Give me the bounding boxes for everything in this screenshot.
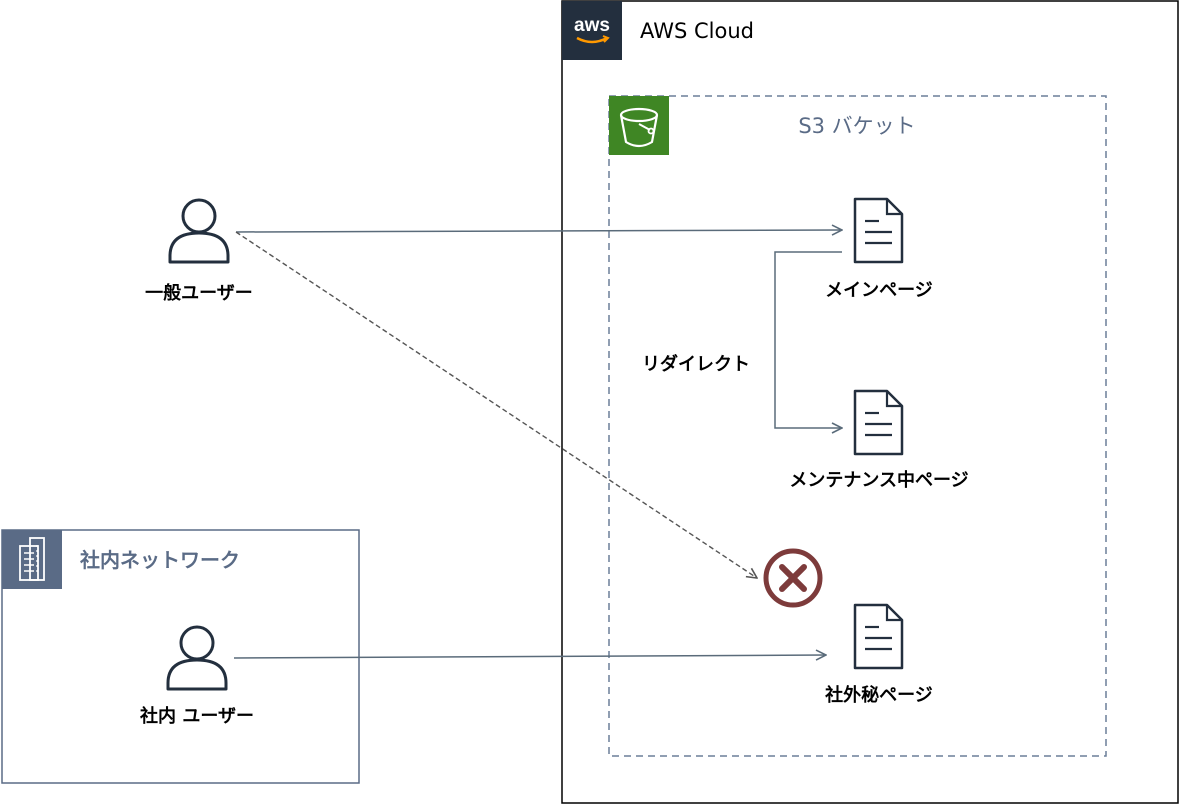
aws-logo-icon: aws bbox=[562, 1, 622, 60]
arrow-internal-to-confidential bbox=[233, 655, 826, 658]
aws-logo-text: aws bbox=[574, 15, 610, 36]
s3-bucket-border bbox=[608, 95, 1107, 757]
arrow-general-to-confidential-denied bbox=[235, 231, 757, 578]
internal-user-label: 社内 ユーザー bbox=[140, 705, 254, 727]
aws-cloud-group: aws AWS Cloud bbox=[561, 0, 1179, 804]
deny-x-icon bbox=[763, 548, 823, 608]
arrow-general-to-main bbox=[235, 230, 842, 232]
corp-network-group: 社内ネットワーク bbox=[1, 529, 360, 784]
page-maintenance-label: メンテナンス中ページ bbox=[789, 469, 968, 491]
document-icon bbox=[853, 603, 904, 670]
aws-cloud-title: AWS Cloud bbox=[640, 19, 754, 43]
document-icon bbox=[853, 197, 904, 264]
s3-bucket-title: S3 バケット bbox=[798, 114, 915, 138]
page-main: メインページ bbox=[825, 197, 933, 301]
s3-bucket-group: S3 バケット bbox=[608, 95, 1107, 757]
redirect-label: リダイレクト bbox=[642, 353, 750, 375]
arrow-redirect bbox=[774, 251, 842, 428]
user-icon bbox=[168, 198, 230, 264]
general-user-label: 一般ユーザー bbox=[145, 282, 253, 304]
corp-network-border bbox=[1, 529, 360, 784]
corp-network-title: 社内ネットワーク bbox=[79, 548, 240, 572]
page-confidential: 社外秘ページ bbox=[825, 603, 933, 706]
internal-user: 社内 ユーザー bbox=[140, 625, 254, 727]
page-main-label: メインページ bbox=[825, 280, 933, 301]
user-icon bbox=[166, 625, 228, 691]
general-user: 一般ユーザー bbox=[145, 198, 253, 304]
aws-cloud-border bbox=[561, 0, 1179, 804]
page-maintenance: メンテナンス中ページ bbox=[789, 389, 969, 491]
s3-bucket-icon bbox=[609, 96, 669, 155]
document-icon bbox=[853, 389, 904, 456]
page-confidential-label: 社外秘ページ bbox=[825, 684, 933, 706]
office-building-icon bbox=[2, 530, 62, 589]
